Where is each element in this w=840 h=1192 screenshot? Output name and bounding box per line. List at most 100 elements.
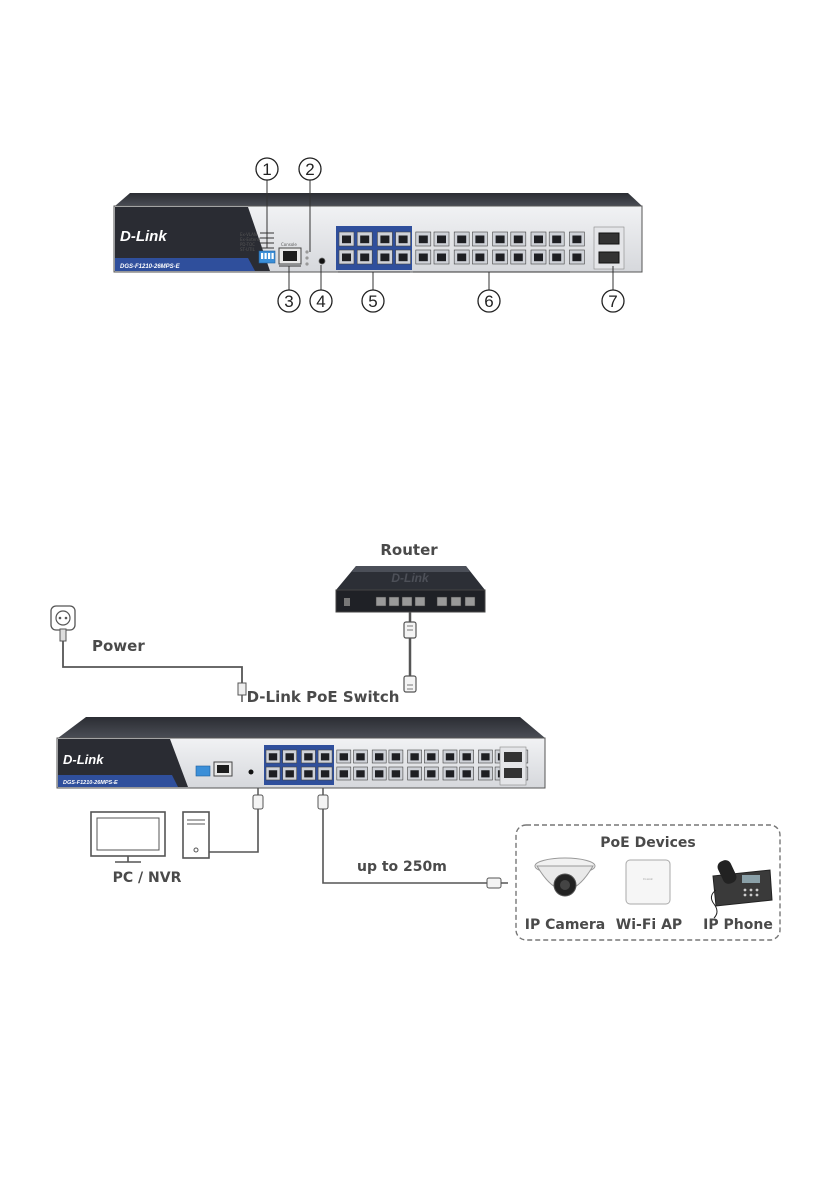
rj45-port-socket — [392, 753, 400, 760]
power-outlet — [51, 606, 75, 641]
rj45-port-socket — [552, 254, 561, 262]
rj45-port-socket — [360, 236, 369, 244]
svg-text:5: 5 — [368, 292, 377, 311]
wifi-ap-icon: D-Link — [626, 860, 670, 904]
rj45-port-socket — [514, 236, 523, 244]
rj45-port-socket — [534, 254, 543, 262]
router-port — [465, 597, 475, 606]
switch1-model-label: DGS-F1210-26MPS-E — [120, 264, 181, 270]
rj45-port-socket — [392, 770, 400, 777]
rj45-port-socket — [463, 753, 471, 760]
pc-nvr-label: PC / NVR — [113, 870, 182, 886]
ip-phone-label: IP Phone — [703, 917, 773, 933]
rj45-port-socket — [356, 770, 364, 777]
led-indicator — [305, 256, 308, 259]
rj45-port-socket — [410, 770, 418, 777]
switch2-top — [58, 717, 545, 738]
rj45-port-socket — [340, 753, 348, 760]
power-cable — [63, 641, 242, 683]
rj45-port-socket — [457, 236, 466, 244]
wifi-ap-label: Wi-Fi AP — [616, 917, 682, 933]
reset-button — [249, 770, 254, 775]
switch1-brand-logo: D-Link — [120, 228, 167, 245]
svg-text:D-Link: D-Link — [391, 571, 430, 585]
figure-connection-diagram: Router D-Link — [51, 541, 780, 940]
svg-text:1: 1 — [262, 160, 271, 179]
rj45-port-socket — [457, 254, 466, 262]
rj45-port-socket — [399, 236, 408, 244]
svg-text:4: 4 — [316, 292, 325, 311]
rj45-port-socket — [356, 753, 364, 760]
rj45-port-socket — [342, 254, 351, 262]
rj45-port-socket — [380, 254, 389, 262]
rj45-connector — [404, 676, 416, 692]
router-device: D-Link — [336, 566, 485, 612]
pc-cable — [209, 809, 258, 852]
router-port — [389, 597, 399, 606]
switch1-top — [115, 193, 642, 206]
router-port — [376, 597, 386, 606]
rj45-port-socket — [375, 770, 383, 777]
rj45-port-socket — [399, 254, 408, 262]
reset-button[interactable] — [319, 258, 325, 264]
led-indicator — [305, 262, 308, 265]
power-label: Power — [92, 637, 145, 655]
rj45-port-socket — [475, 254, 484, 262]
rj45-port-socket — [552, 236, 561, 244]
rj45-port-socket — [475, 236, 484, 244]
rj45-connector — [253, 795, 263, 809]
svg-text:3: 3 — [284, 292, 293, 311]
rj45-port-socket — [437, 254, 446, 262]
router-port — [415, 597, 425, 606]
switch2-model-label: DGS-F1210-26MPS-E — [63, 780, 118, 786]
rj45-port-socket — [269, 770, 277, 777]
svg-text:2: 2 — [305, 160, 314, 179]
sfp-port[interactable] — [599, 233, 619, 244]
sfp-port[interactable] — [599, 252, 619, 263]
ip-camera-label: IP Camera — [525, 917, 606, 933]
sfp-port — [504, 768, 522, 778]
rj45-port-socket — [360, 254, 369, 262]
rj45-port-socket — [286, 770, 294, 777]
router-cable — [404, 612, 416, 692]
console-label: Console — [281, 242, 297, 247]
rj45-port-socket — [286, 753, 294, 760]
rj45-port-socket — [572, 254, 581, 262]
rj45-port-socket — [481, 770, 489, 777]
rj45-port-socket — [481, 753, 489, 760]
figure-front-panel: D-Link DGS-F1210-26MPS-E Ex-VLAN Ex-Exte… — [114, 158, 642, 312]
rj45-port-socket — [572, 236, 581, 244]
rj45-port-socket — [534, 236, 543, 244]
rj45-port-socket — [437, 236, 446, 244]
dip-label: ST-UTIL — [240, 247, 256, 252]
rj45-port-socket — [410, 753, 418, 760]
rj45-port-socket — [304, 753, 312, 760]
sfp-port — [504, 752, 522, 762]
poe-devices-title: PoE Devices — [600, 835, 695, 851]
rj45-connector — [318, 795, 328, 809]
rj45-port-socket — [496, 254, 505, 262]
switch2-brand-logo: D-Link — [63, 752, 104, 767]
rj45-port-socket — [419, 236, 428, 244]
power-plug — [238, 683, 246, 695]
led-indicator — [305, 250, 308, 253]
pc-tower-icon — [183, 812, 209, 858]
router-label: Router — [380, 541, 438, 559]
rj45-port-socket — [419, 254, 428, 262]
distance-label: up to 250m — [357, 859, 447, 875]
rj45-connector — [487, 878, 501, 888]
rj45-port-socket — [514, 254, 523, 262]
rj45-port-socket — [446, 753, 454, 760]
rj45-port-socket — [446, 770, 454, 777]
dip-switch — [196, 766, 210, 776]
rj45-port-socket — [463, 770, 471, 777]
svg-text:6: 6 — [484, 292, 493, 311]
rj45-port-socket — [380, 236, 389, 244]
svg-text:7: 7 — [608, 292, 617, 311]
rj45-port-socket — [342, 236, 351, 244]
svg-text:D-Link: D-Link — [643, 877, 653, 881]
pc-monitor-icon — [91, 812, 165, 862]
rj45-port-socket — [321, 753, 329, 760]
rj45-port-socket — [375, 753, 383, 760]
